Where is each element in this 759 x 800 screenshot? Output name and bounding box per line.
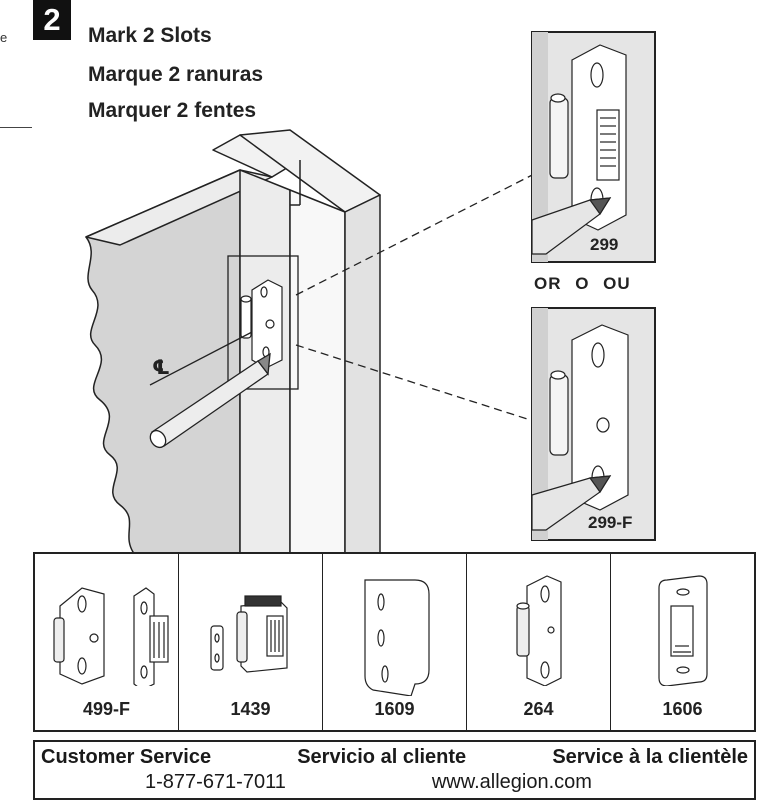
product-cell-1606: 1606: [611, 554, 754, 730]
strike-plate-1609-icon: [363, 579, 430, 696]
product-label: 499-F: [82, 699, 131, 719]
service-label-fr: Service à la clientèle: [552, 746, 748, 768]
centerline-symbol: ℄: [152, 355, 170, 379]
hinge-on-frame: [227, 255, 299, 390]
step-title-en: Mark 2 Slots: [88, 24, 212, 47]
installation-illustration: ℄ 299: [85, 31, 656, 552]
callout-bottom-label: 299-F: [588, 513, 632, 532]
service-website: www.allegion.com: [431, 771, 592, 793]
step-number-badge: 2: [33, 0, 71, 40]
left-page-fragment: e: [0, 30, 8, 45]
detail-box: [227, 255, 299, 390]
service-label-es: Servicio al cliente: [297, 746, 467, 768]
product-label: 264: [523, 699, 554, 719]
left-page-rule: [0, 127, 32, 128]
callout-299: 299: [531, 31, 656, 263]
service-phone: 1-877-671-7011: [145, 771, 286, 793]
product-grid: 499-F 1439 1609: [33, 552, 756, 732]
pencil-illustration: [149, 352, 271, 449]
leader-lines: [295, 167, 547, 426]
variants-label: OR O OU: [534, 274, 631, 293]
centerline-marker: ℄: [149, 331, 253, 386]
product-cell-499f: 499-F: [35, 554, 179, 730]
product-cell-1609: 1609: [323, 554, 467, 730]
product-label: 1609: [374, 699, 415, 719]
door-frame-illustration: [85, 129, 381, 552]
step-title-fr: Marquer 2 fentes: [88, 99, 257, 122]
hinge-499f-icon: [52, 587, 169, 686]
product-cell-264: 264: [467, 554, 611, 730]
hinge-264-icon: [515, 575, 562, 686]
callout-299f: 299-F: [531, 307, 656, 541]
strike-1606-icon: [657, 575, 708, 686]
product-label: 1606: [662, 699, 703, 719]
product-label: 1439: [230, 699, 271, 719]
step-title-es: Marque 2 ranuras: [88, 63, 264, 86]
hinge-1439-icon: [209, 595, 288, 673]
customer-service-box: Customer Service Servicio al cliente Ser…: [33, 740, 756, 800]
callout-top-label: 299: [590, 235, 618, 254]
service-label-en: Customer Service: [41, 746, 212, 768]
product-cell-1439: 1439: [179, 554, 323, 730]
